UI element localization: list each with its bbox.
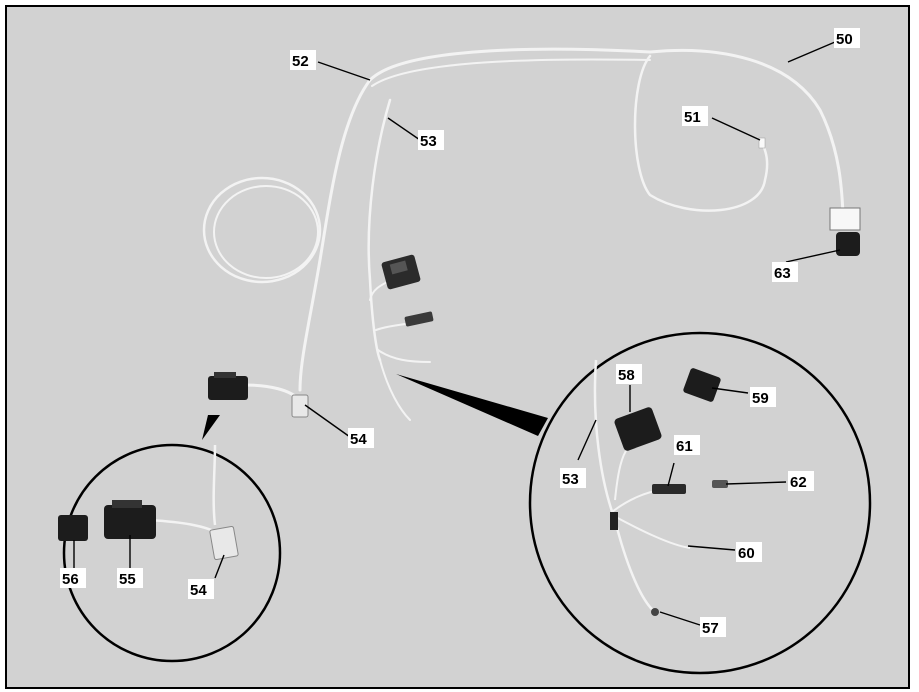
svg-text:51: 51 (684, 109, 701, 126)
callouts: 52 50 51 53 63 54 56 55 (60, 28, 860, 637)
callout-53: 53 (418, 130, 444, 150)
callout-63: 63 (772, 262, 798, 282)
callout-50: 50 (834, 28, 860, 48)
leader-lines (73, 41, 841, 626)
callout-54-detail: 54 (188, 579, 214, 599)
svg-text:50: 50 (836, 31, 853, 48)
zoom-pointer-right (396, 374, 548, 436)
svg-text:57: 57 (702, 620, 719, 637)
callout-51: 51 (682, 106, 708, 126)
connector-51-end (758, 137, 766, 149)
svg-text:52: 52 (292, 53, 309, 70)
callout-61: 61 (674, 435, 700, 455)
callout-54: 54 (348, 428, 374, 448)
callout-60: 60 (736, 542, 762, 562)
clip-54-main (291, 394, 309, 418)
callout-58: 58 (616, 364, 642, 384)
callout-52: 52 (290, 50, 316, 70)
svg-text:60: 60 (738, 545, 755, 562)
svg-text:59: 59 (752, 390, 769, 407)
svg-text:63: 63 (774, 265, 791, 282)
connector-58-main (381, 254, 421, 290)
connector-63-main (829, 207, 861, 256)
connector-55-main (208, 372, 248, 400)
detail-circle-left (58, 443, 282, 663)
connector-61-main (404, 311, 434, 327)
detail-circle-right (528, 331, 872, 675)
zoom-pointer-left (202, 415, 220, 440)
svg-text:58: 58 (618, 367, 635, 384)
svg-text:54: 54 (190, 582, 207, 599)
svg-text:55: 55 (119, 571, 136, 588)
callout-55: 55 (117, 568, 143, 588)
svg-text:53: 53 (420, 133, 437, 150)
svg-text:62: 62 (790, 474, 807, 491)
callout-62: 62 (788, 471, 814, 491)
callout-53-detail: 53 (560, 468, 586, 488)
svg-text:56: 56 (62, 571, 79, 588)
svg-text:54: 54 (350, 431, 367, 448)
callout-56: 56 (60, 568, 86, 588)
svg-text:61: 61 (676, 438, 693, 455)
callout-59: 59 (750, 387, 776, 407)
callout-57: 57 (700, 617, 726, 637)
svg-text:53: 53 (562, 471, 579, 488)
